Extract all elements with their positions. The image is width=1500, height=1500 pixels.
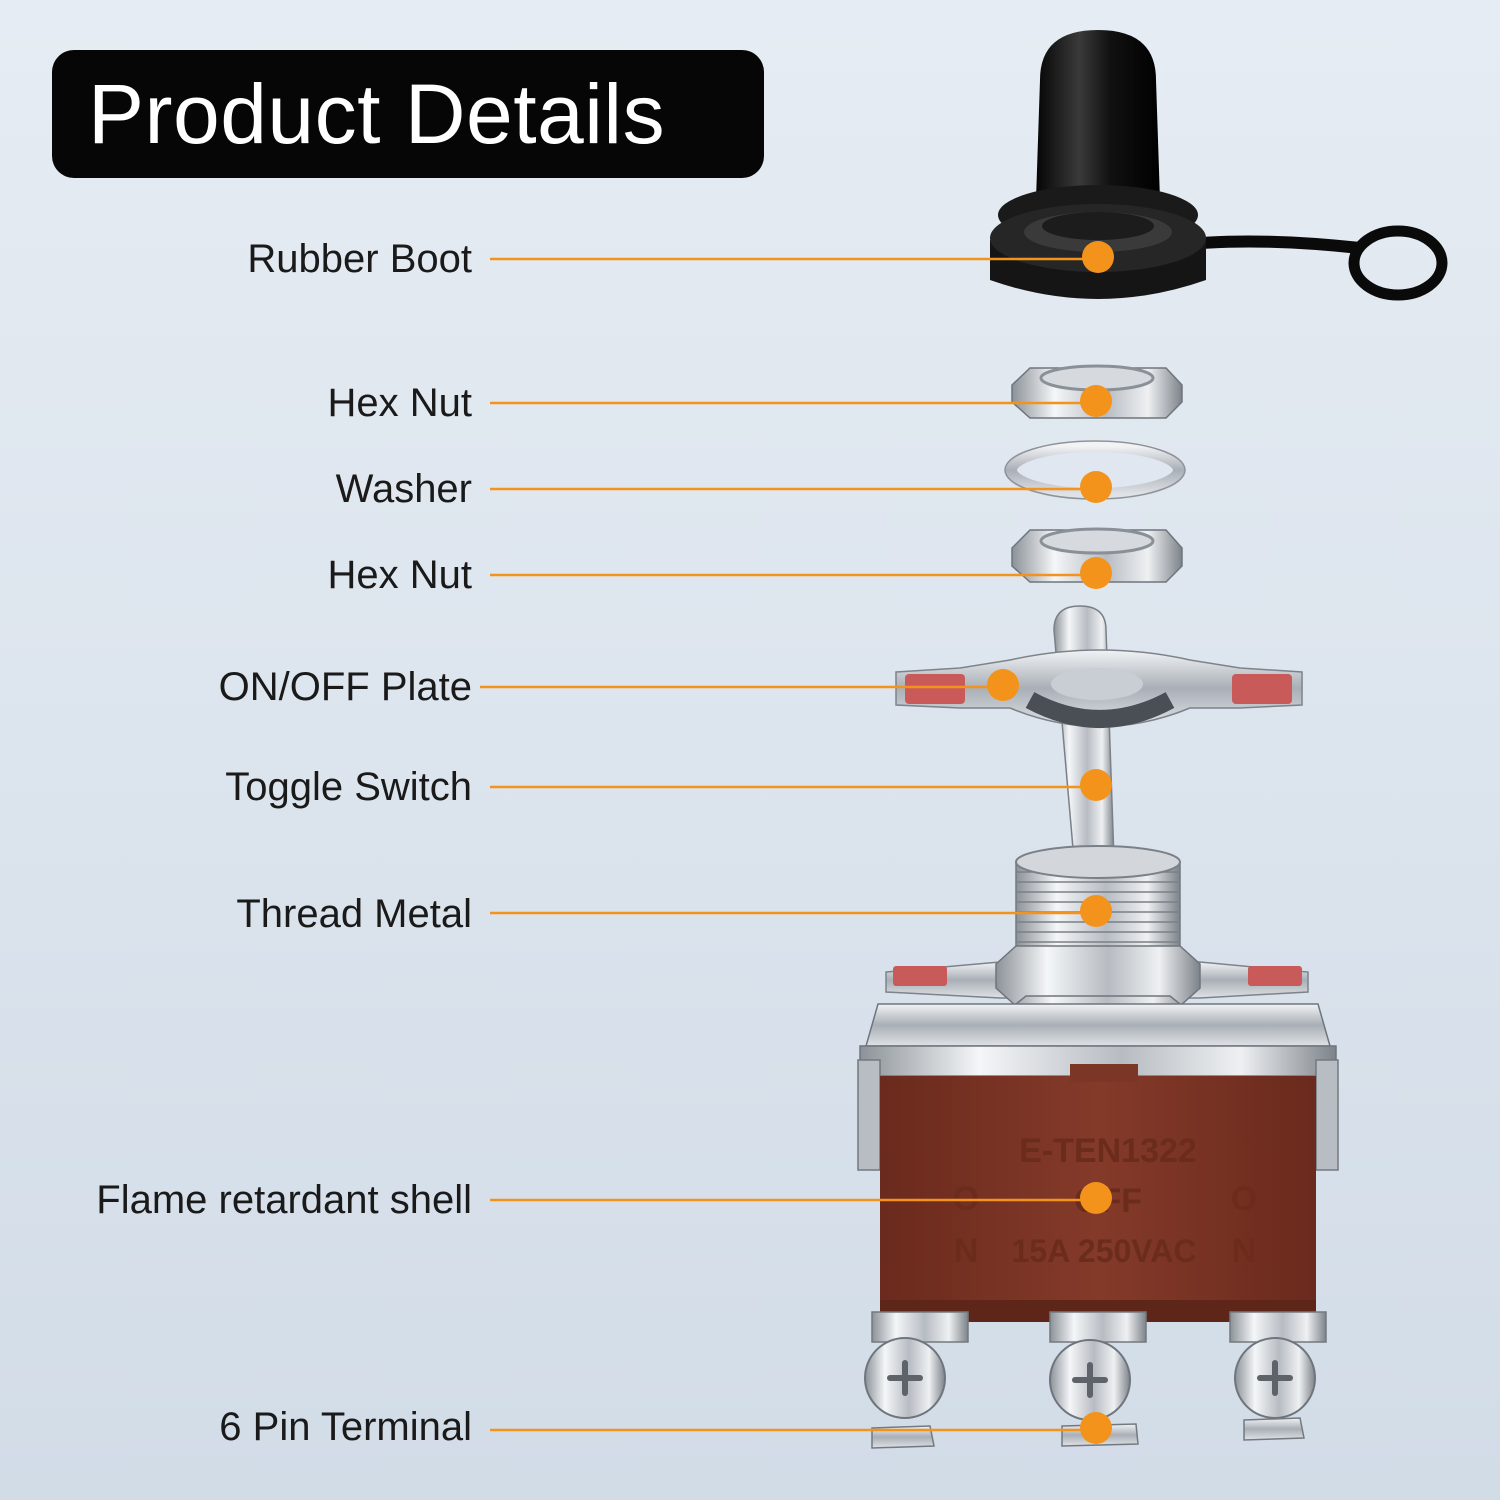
callout-dot-hex-nut-top [1080, 385, 1112, 417]
flame-retardant-shell-icon: E-TEN1322 O N OFF O N 15A 250VAC [857, 1003, 1339, 1322]
label-on-off-plate: ON/OFF Plate [218, 665, 472, 709]
page-title: Product Details [88, 67, 666, 161]
label-thread-metal: Thread Metal [236, 892, 472, 936]
callout-dot-hex-nut-bottom [1080, 557, 1112, 589]
callout-dot-rubber-boot [1082, 241, 1114, 273]
label-hex-nut-top: Hex Nut [327, 381, 473, 425]
label-hex-nut-bottom: Hex Nut [327, 553, 473, 597]
label-six-pin-terminal: 6 Pin Terminal [219, 1405, 472, 1449]
label-rubber-boot: Rubber Boot [247, 237, 472, 281]
on-off-plate-icon [895, 649, 1303, 728]
callout-dot-toggle-switch [1080, 769, 1112, 801]
shell-model-marking: E-TEN1322 [1019, 1132, 1197, 1170]
hex-nut-icon [1011, 527, 1183, 583]
label-flame-retardant-shell: Flame retardant shell [96, 1178, 472, 1222]
shell-right-on-top: O [1231, 1180, 1257, 1218]
callout-dot-washer [1080, 471, 1112, 503]
label-washer: Washer [335, 467, 472, 511]
title-banner: Product Details [52, 50, 764, 178]
shell-rating-marking: 15A 250VAC [1012, 1233, 1197, 1269]
toggle-switch-icon [1053, 605, 1115, 861]
callout-dot-flame-retardant-shell [1080, 1182, 1112, 1214]
callout-leaders [480, 241, 1114, 1444]
callout-dot-six-pin-terminal [1080, 1412, 1112, 1444]
callout-dot-thread-metal [1080, 895, 1112, 927]
shell-right-on-bottom: N [1232, 1232, 1257, 1270]
label-toggle-switch: Toggle Switch [225, 765, 472, 809]
shell-left-on-bottom: N [954, 1232, 979, 1270]
callout-dot-on-off-plate [987, 669, 1019, 701]
